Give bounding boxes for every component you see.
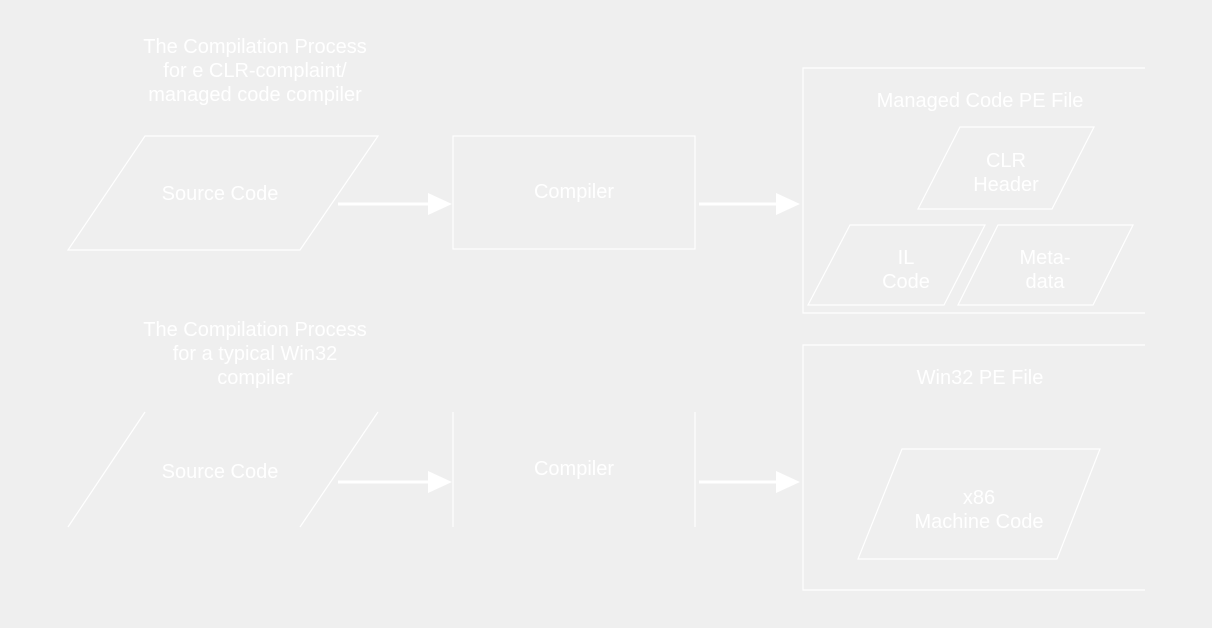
il-code-shape [807,224,986,306]
win32-pe-file-frame [802,344,1145,591]
machine-code-shape [857,448,1101,560]
managed-source-to-compiler-arrowhead [428,193,452,215]
managed-source-code-label: Source Code [161,183,279,205]
clr-header-label: CLR Header [973,150,1039,196]
clr-header-shape [917,126,1095,210]
machine-code-label: x86 Machine Code [914,487,1044,533]
win32-source-to-compiler-arrowhead [428,471,452,493]
win32-source-code-label: Source Code [161,461,279,483]
managed-compiler-box [452,135,696,250]
managed-caption: The Compilation Process for e CLR-compla… [143,36,367,106]
managed-compiler-label: Compiler [533,181,615,203]
metadata-shape [957,224,1134,306]
managed-source-code-shape [66,135,380,251]
il-code-label: IL Code [882,247,930,293]
win32-compiler-to-pe-arrowhead [776,471,800,493]
win32-source-right-edge [299,411,379,528]
win32-compiler-label: Compiler [533,458,615,480]
metadata-label: Meta- data [1019,247,1071,293]
managed-compiler-to-pe-arrowhead [776,193,800,215]
managed-pe-file-frame [802,67,1145,314]
win32-pe-file-title: Win32 PE File [916,367,1044,389]
win32-caption: The Compilation Process for a typical Wi… [143,319,367,389]
win32-source-left-edge [67,411,146,528]
managed-pe-file-title: Managed Code PE File [876,90,1084,112]
